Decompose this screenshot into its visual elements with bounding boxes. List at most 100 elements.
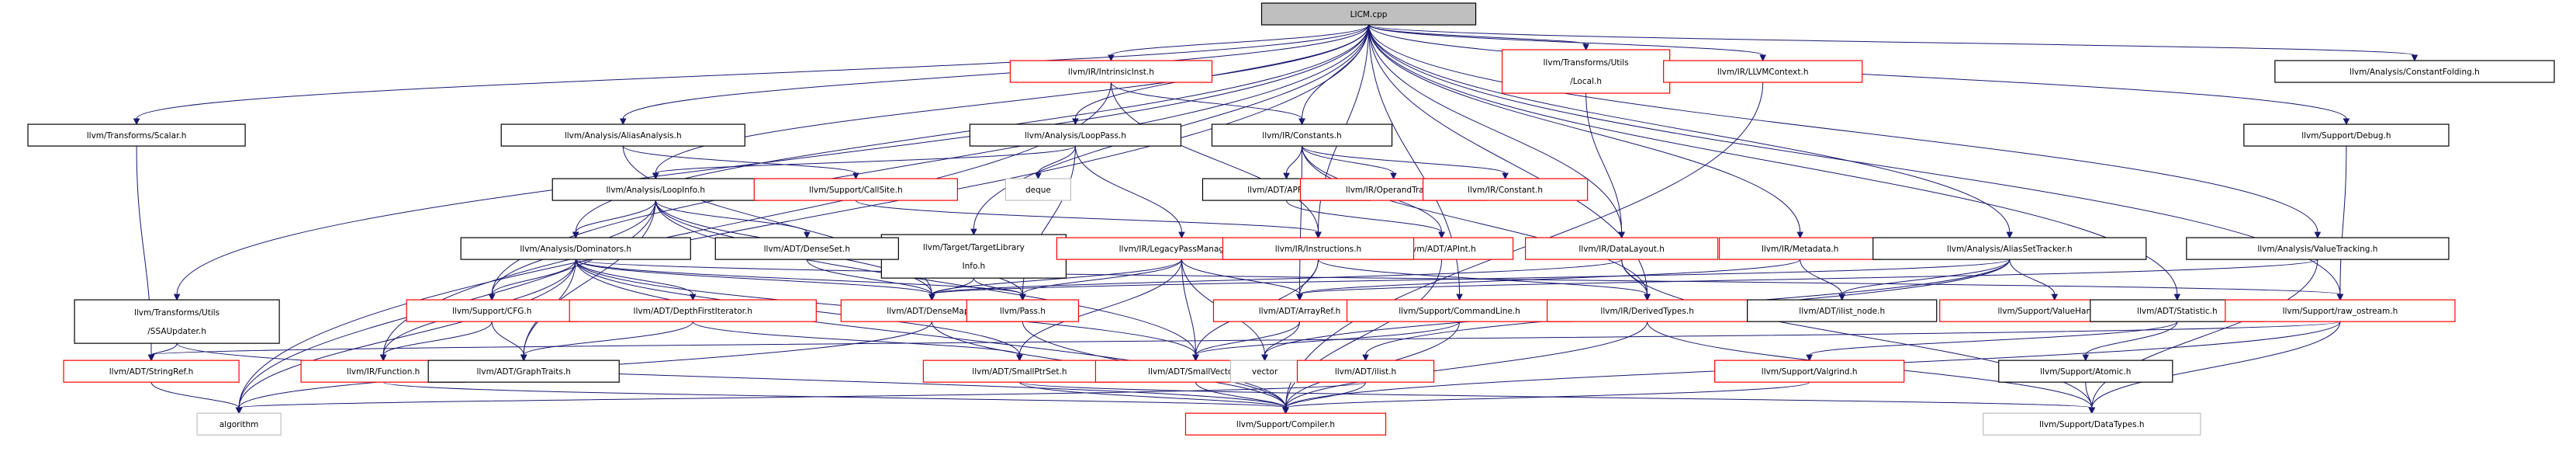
node-label-statistic: llvm/ADT/Statistic.h [2137,307,2218,316]
node-label-debug: llvm/Support/Debug.h [2301,131,2391,141]
node-atomic[interactable]: llvm/Support/Atomic.h [1998,360,2173,383]
node-box-scalar [27,123,246,147]
node-rawos[interactable]: llvm/Support/raw_ostream.h [2225,299,2456,322]
node-looppass[interactable]: llvm/Analysis/LoopPass.h [969,123,1182,147]
node-box-root [1260,2,1477,26]
node-denseset[interactable]: llvm/ADT/DenseSet.h [714,237,899,260]
node-label-algorithm: algorithm [220,420,259,429]
edge-apfloat-to-apint [1286,200,1445,239]
edge-dfiter-to-graphtraits [520,321,693,362]
node-box-constfold [2274,60,2555,83]
node-box-llvmctx [1663,60,1863,83]
node-ilistnode[interactable]: llvm/ADT/ilist_node.h [1747,299,1938,322]
node-debug[interactable]: llvm/Support/Debug.h [2243,123,2450,147]
edge-stringref-to-algorithm [150,381,243,415]
edge-root-to-constants [1298,25,1370,126]
node-pass[interactable]: llvm/Pass.h [966,299,1080,322]
node-label-callsite: llvm/Support/CallSite.h [809,186,903,195]
node-dominators[interactable]: llvm/Analysis/Dominators.h [460,237,691,260]
node-box-cmdline [1346,299,1573,322]
node-localh[interactable]: llvm/Transforms/Utils/Local.h [1501,49,1671,94]
node-supcfg[interactable]: llvm/Support/CFG.h [406,299,578,322]
edge-root-to-ssaupd [173,25,1370,301]
edges-layer [133,24,2419,415]
node-valgrind[interactable]: llvm/Support/Valgrind.h [1714,360,1905,383]
node-box-stringref [63,360,240,383]
edge-atomic-to-datatypes [2085,382,2096,415]
node-smallptrset[interactable]: llvm/ADT/SmallPtrSet.h [922,360,1117,383]
edge-supcfg-to-graphtraits [491,321,527,362]
edge-smallptrset-to-datatypes [1018,381,2096,415]
node-instructions[interactable]: llvm/IR/Instructions.h [1222,237,1415,260]
node-vector: vector [1229,360,1300,383]
node-ssaupd[interactable]: llvm/Transforms/Utils/SSAUpdater.h [74,299,280,344]
node-label-intrinsic: llvm/IR/IntrinsicInst.h [1068,68,1154,77]
node-label-stringref: llvm/ADT/StringRef.h [109,367,194,377]
node-label-localh-0: llvm/Transforms/Utils [1544,58,1629,68]
node-label-constants: llvm/IR/Constants.h [1262,131,1341,141]
node-derivedtypes[interactable]: llvm/IR/DerivedTypes.h [1547,299,1748,322]
node-label-ilistnode: llvm/ADT/ilist_node.h [1799,307,1885,316]
edge-valtrack-to-arrayref [1296,259,2318,301]
node-datalayout[interactable]: llvm/IR/DataLayout.h [1524,237,1719,260]
node-label-rawos: llvm/Support/raw_ostream.h [2283,307,2398,316]
node-box-instructions [1222,237,1415,260]
node-aliasan[interactable]: llvm/Analysis/AliasAnalysis.h [500,123,745,147]
node-constants[interactable]: llvm/IR/Constants.h [1211,123,1393,147]
node-box-supcfg [406,299,578,322]
node-llvmctx[interactable]: llvm/IR/LLVMContext.h [1663,60,1863,83]
node-scalar[interactable]: llvm/Transforms/Scalar.h [27,123,246,147]
edge-root-to-metadata [1368,25,1804,239]
node-box-ssaupd [74,299,280,344]
node-ilist[interactable]: llvm/ADT/ilist.h [1296,360,1435,383]
node-box-valtrack [2186,237,2450,260]
node-label-pass: llvm/Pass.h [1000,307,1046,316]
edge-root-to-algorithm [235,25,1370,415]
node-cmdline[interactable]: llvm/Support/CommandLine.h [1346,299,1573,322]
edge-dominators-to-densemap [575,259,935,301]
edge-arrayref-to-vector [1261,321,1300,362]
node-loopinfo[interactable]: llvm/Analysis/LoopInfo.h [552,178,759,201]
node-label-denseset: llvm/ADT/DenseSet.h [764,245,850,254]
node-label-ast: llvm/Analysis/AliasSetTracker.h [1947,245,2073,254]
edge-root-to-scalar [133,24,1370,126]
node-valtrack[interactable]: llvm/Analysis/ValueTracking.h [2186,237,2450,260]
node-label-legacypm: llvm/IR/LegacyPassManagers.h [1119,245,1245,254]
node-label-aliasan: llvm/Analysis/AliasAnalysis.h [565,131,682,141]
node-box-ilist [1296,360,1435,383]
node-label-dfiter: llvm/ADT/DepthFirstIterator.h [634,307,752,316]
edge-constants-to-opertraits [1302,145,1397,180]
node-label-apint: llvm/ADT/APInt.h [1407,245,1475,254]
node-label-valtrack: llvm/Analysis/ValueTracking.h [2257,245,2377,254]
node-box-atomic [1998,360,2173,383]
node-callsite[interactable]: llvm/Support/CallSite.h [753,178,958,201]
node-label-looppass: llvm/Analysis/LoopPass.h [1025,131,1126,141]
node-label-loopinfo: llvm/Analysis/LoopInfo.h [607,186,705,195]
node-label-ilist: llvm/ADT/ilist.h [1335,367,1396,377]
node-stringref[interactable]: llvm/ADT/StringRef.h [63,360,240,383]
node-label-arrayref: llvm/ADT/ArrayRef.h [1259,307,1341,316]
node-metadata[interactable]: llvm/IR/Metadata.h [1719,237,1882,260]
node-label-ssaupd-0: llvm/Transforms/Utils [134,308,220,318]
node-box-looppass [969,123,1182,147]
node-compiler[interactable]: llvm/Support/Compiler.h [1184,412,1387,436]
node-box-debug [2243,123,2450,147]
node-dfiter[interactable]: llvm/ADT/DepthFirstIterator.h [569,299,817,322]
node-constfold[interactable]: llvm/Analysis/ConstantFolding.h [2274,60,2555,83]
node-box-callsite [753,178,958,201]
node-constanth[interactable]: llvm/IR/Constant.h [1422,178,1589,201]
node-graphtraits[interactable]: llvm/ADT/GraphTraits.h [427,360,620,383]
node-box-compiler [1184,412,1387,436]
node-label-root: LICM.cpp [1350,10,1388,19]
edge-intrinsic-to-instructions [1110,82,1322,239]
node-intrinsic[interactable]: llvm/IR/IntrinsicInst.h [1009,60,1213,83]
edge-callsite-to-instructions [855,200,1322,239]
node-box-tli [880,234,1067,279]
node-ast[interactable]: llvm/Analysis/AliasSetTracker.h [1872,237,2147,260]
node-box-smallptrset [922,360,1117,383]
edge-root-to-localh [1368,24,1589,51]
node-algorithm: algorithm [196,412,282,436]
node-label-smallvector: llvm/ADT/SmallVector.h [1148,367,1243,377]
